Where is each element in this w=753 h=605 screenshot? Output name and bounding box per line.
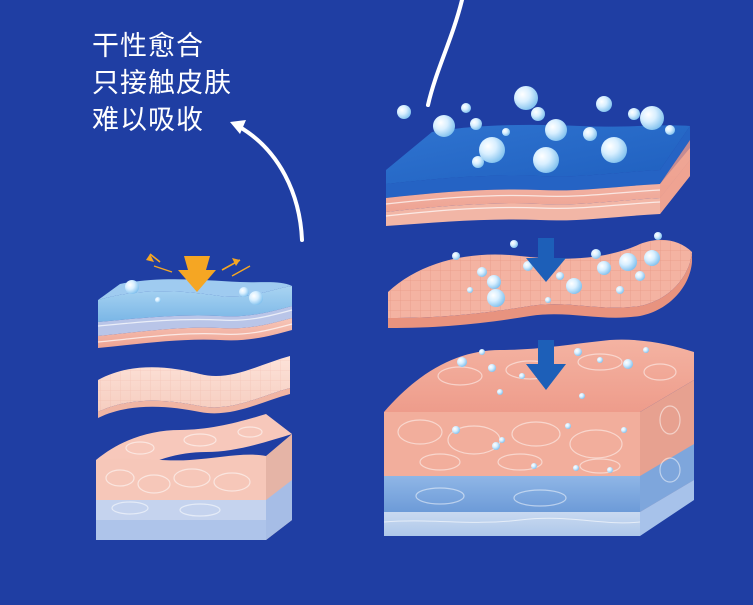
moisture-bubble-icon xyxy=(452,232,662,307)
left-skin-block xyxy=(96,414,292,540)
curved-arrow-icon xyxy=(230,120,304,242)
left-middle-layer xyxy=(98,356,290,418)
caption-line-1: 干性愈合 xyxy=(92,31,204,62)
caption-line-3: 难以吸收 xyxy=(92,105,204,136)
left-dry-stack xyxy=(96,253,293,540)
down-arrow-icon xyxy=(146,253,251,292)
curved-arrow-icon xyxy=(426,0,464,107)
moisture-bubble-icon xyxy=(452,347,649,473)
moisture-bubble-icon xyxy=(397,86,675,173)
left-dressing-layer xyxy=(97,279,293,348)
right-moist-stack xyxy=(383,86,694,536)
right-middle-layer xyxy=(388,239,692,328)
caption-line-2: 只接触皮肤 xyxy=(92,68,232,99)
down-arrow-icon xyxy=(526,340,566,390)
right-dressing-layer xyxy=(385,124,690,226)
moisture-bubble-icon xyxy=(125,280,263,305)
dry-healing-caption: 干性愈合 只接触皮肤 难以吸收 xyxy=(92,28,232,139)
down-arrow-icon xyxy=(526,238,566,282)
